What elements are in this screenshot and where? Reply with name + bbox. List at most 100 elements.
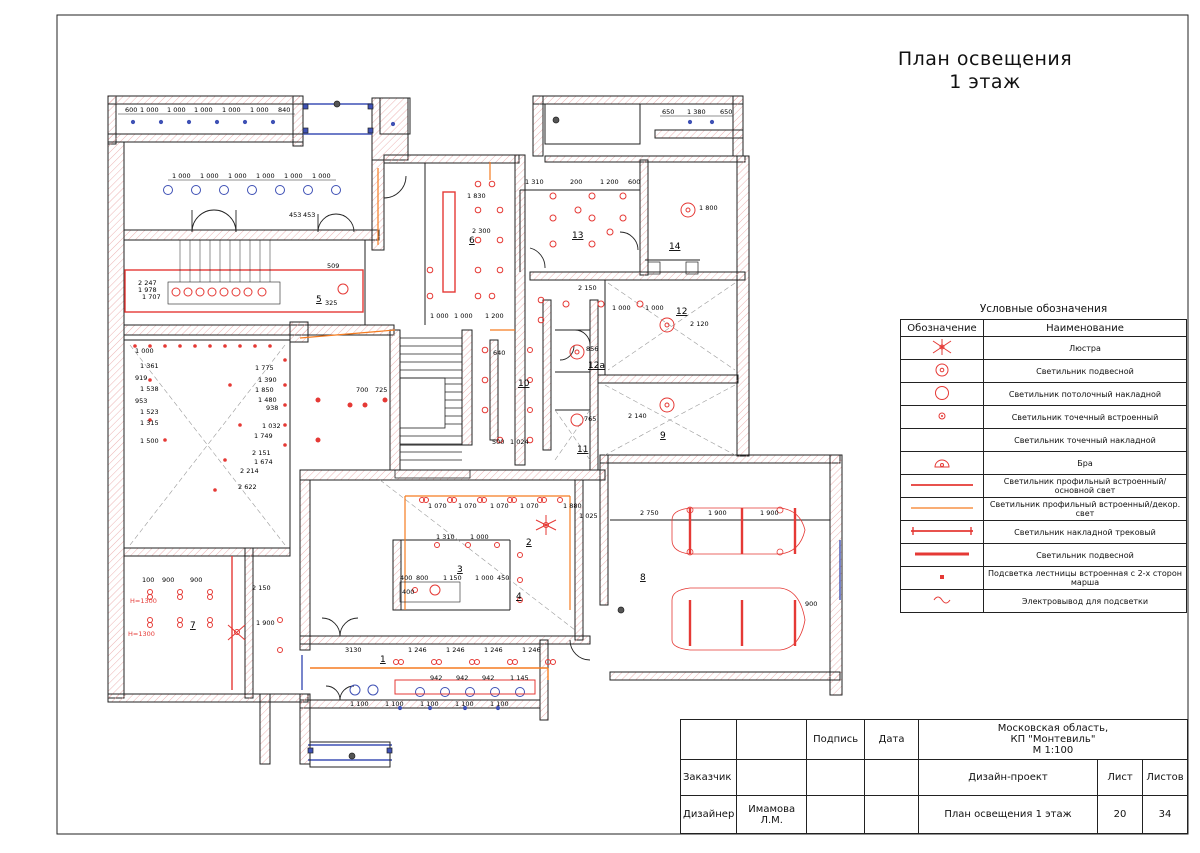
dim-label: 1 024 [510, 438, 529, 446]
legend-item-name: Светильник подвесной [983, 359, 1187, 383]
dim-label: 1 100 [490, 700, 509, 708]
signature-label: Подпись [806, 719, 866, 760]
sheet-number: 20 [1097, 795, 1143, 834]
room-number: 14 [669, 242, 681, 252]
dim-label: 1 100 [420, 700, 439, 708]
room2-chandelier [535, 515, 557, 535]
legend-row: Подсветка лестницы встроенная с 2-х стор… [900, 566, 1187, 590]
dim-label: 400 [400, 574, 412, 582]
dim-label: 942 [456, 674, 468, 682]
drawing-title-line2: 1 этаж [949, 71, 1021, 93]
room-diagonals [129, 282, 736, 631]
dim-label: 1 830 [467, 192, 486, 200]
room-number: 9 [660, 431, 666, 441]
staircase [394, 337, 471, 479]
dim-label: 1 000 [135, 347, 154, 355]
drawing-title: План освещения 1 этаж [870, 48, 1100, 94]
scale-line: М 1:100 [1032, 745, 1074, 756]
dim-label: 650 [662, 108, 674, 116]
room-number: 13 [572, 231, 583, 241]
dim-label: 1 246 [408, 646, 427, 654]
dim-label: 1 000 [172, 172, 191, 180]
legend-row: Светильник точечный накладной [900, 428, 1187, 452]
dim-label: 1 100 [350, 700, 369, 708]
power-outlet-icon [933, 596, 951, 604]
dim-label: 1 000 [194, 106, 213, 114]
dim-label: 1 000 [200, 172, 219, 180]
hall-ceiling-lights [130, 119, 715, 711]
pendant-lamp-icon [935, 363, 949, 377]
dim-label: 450 [497, 574, 509, 582]
recessed-spot-icon [938, 412, 946, 420]
dim-label: 1 000 [454, 312, 473, 320]
dim-label: 1 150 [443, 574, 462, 582]
legend-row: Светильник подвесной [900, 543, 1187, 567]
dim-label: 1 070 [490, 502, 509, 510]
dim-label: 2 150 [252, 584, 271, 592]
sheet-frame [56, 14, 1189, 835]
dim-label: 1 310 [525, 178, 544, 186]
dim-label: 1 850 [255, 386, 274, 394]
dim-label: 2 750 [640, 509, 659, 517]
dim-label: 938 [266, 404, 278, 412]
dim-label: 800 [416, 574, 428, 582]
dim-label: 3130 [345, 646, 362, 654]
dim-label: 2 120 [690, 320, 709, 328]
dim-label: 1 032 [262, 422, 281, 430]
room13-lights [549, 192, 696, 248]
dim-label: 1 775 [255, 364, 274, 372]
dim-label: 100 [142, 576, 154, 584]
wall-sconce-icon [934, 459, 950, 468]
dim-label: 856 [586, 345, 598, 353]
ceiling-surface-lamp-icon [935, 386, 949, 400]
left-hall-dims: 1 000 1 361 919 1 538 953 1 523 1 315 1 … [135, 347, 281, 491]
garage-cars [671, 506, 806, 651]
dim-label: 1 000 [222, 106, 241, 114]
room-number: 1 [380, 655, 386, 665]
profile-main-line-icon [911, 484, 973, 486]
dim-label: 1 100 [385, 700, 404, 708]
dim-label: 1 200 [600, 178, 619, 186]
chandelier-icon [932, 339, 952, 355]
dim-label: 500 [492, 438, 504, 446]
room-number: 12a [588, 361, 605, 371]
dim-label: 1 070 [458, 502, 477, 510]
room-number: 2 [526, 538, 532, 548]
legend-item-name: Бра [983, 451, 1187, 475]
legend-table: Обозначение Наименование Люстра Светильн… [900, 319, 1187, 613]
pendant-bar-icon [915, 552, 969, 556]
dim-label: 640 [493, 349, 505, 357]
legend-row: Бра [900, 451, 1187, 475]
legend-row: Электровывод для подсветки [900, 589, 1187, 613]
dim-label: 1 707 [142, 293, 161, 301]
dim-label: 509 [327, 262, 339, 270]
room-numbers: 1 2 3 4 5 6 7 8 9 10 11 12 12a 13 14 [190, 231, 687, 665]
dim-label: 942 [482, 674, 494, 682]
date-label: Дата [864, 719, 919, 760]
dim-label: 600 [628, 178, 640, 186]
dim-label: 1 246 [522, 646, 541, 654]
dim-label: 1 880 [563, 502, 582, 510]
dim-label: 1 000 [470, 533, 489, 541]
dim-label: 1 025 [579, 512, 598, 520]
room12-lights [527, 296, 675, 427]
dim-label: 1 800 [699, 204, 718, 212]
room2-dims: 1 070 1 070 1 070 1 070 1 880 1 025 2 75… [428, 502, 659, 541]
legend-row: Светильник подвесной [900, 359, 1187, 383]
legend-item-name: Подсветка лестницы встроенная с 2-х стор… [983, 566, 1187, 590]
dim-label: 1 145 [510, 674, 529, 682]
room-number: 3 [457, 565, 463, 575]
dim-label: 1 000 [645, 304, 664, 312]
room-number: 5 [316, 295, 322, 305]
legend-header-symbol: Обозначение [900, 319, 984, 337]
garage-pendant-bars [688, 508, 797, 646]
dim-label: 953 [135, 397, 147, 405]
dim-label: 1 000 [167, 106, 186, 114]
dim-label: 1 000 [228, 172, 247, 180]
legend-item-name: Светильник подвесной [983, 543, 1187, 567]
project-location: Московская область, КП "Монтевиль" М 1:1… [917, 719, 1189, 760]
dim-label: 1 000 [612, 304, 631, 312]
dim-label: H=1300 [130, 597, 157, 605]
legend-item-name: Светильник потолочный накладной [983, 382, 1187, 406]
